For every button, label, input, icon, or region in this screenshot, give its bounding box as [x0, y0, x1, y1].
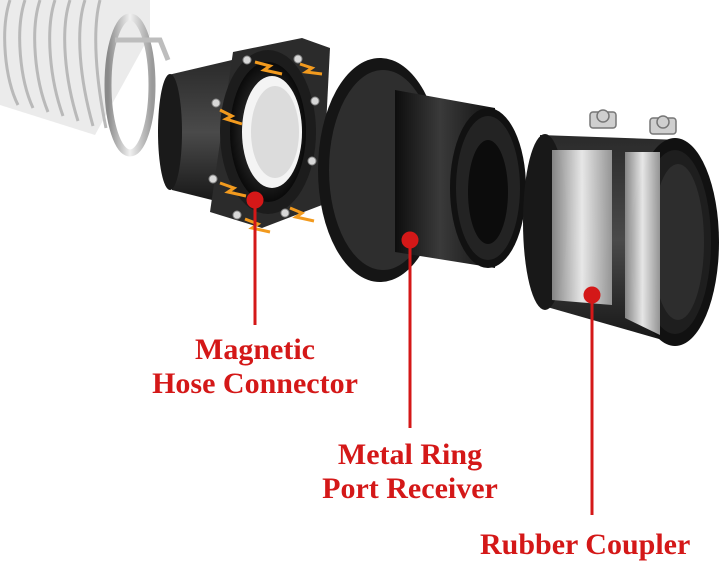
clamp-screw-icons	[589, 109, 677, 135]
metal-ring-port-receiver-label: Metal Ring Port Receiver	[300, 438, 520, 506]
magnetic-spark-icons	[219, 60, 323, 234]
rubber-label-line1: Rubber Coupler	[480, 528, 691, 561]
magnetic-hose-connector-label: Magnetic Hose Connector	[120, 333, 390, 401]
magnet-studs	[208, 54, 320, 220]
callout-pointers	[246, 191, 601, 515]
rubber-coupler	[523, 109, 719, 346]
magnetic-label-line2: Hose Connector	[152, 367, 358, 400]
metal-label-line2: Port Receiver	[322, 472, 498, 505]
metal-ring-port-receiver	[318, 58, 526, 282]
metal-label-line1: Metal Ring	[337, 438, 483, 471]
rubber-coupler-label: Rubber Coupler	[480, 528, 720, 562]
flex-hose	[0, 0, 171, 157]
magnetic-label-line1: Magnetic	[195, 333, 315, 366]
magnetic-hose-connector	[158, 38, 330, 234]
